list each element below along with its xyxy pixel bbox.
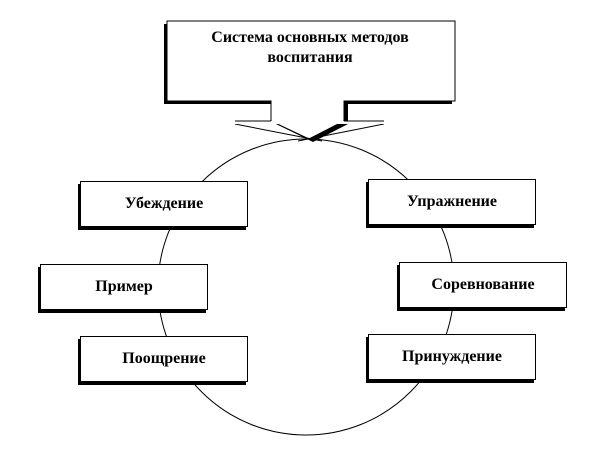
method-label: Соревнование: [431, 276, 535, 294]
method-label: Принуждение: [402, 348, 502, 366]
title-callout: [166, 20, 456, 140]
method-box-persuasion: Убеждение: [80, 181, 248, 227]
method-box-example: Пример: [40, 264, 208, 310]
title-pointer-line-right: [297, 123, 385, 142]
title-pointer-line-left: [234, 123, 323, 142]
method-label: Поощрение: [122, 350, 206, 368]
method-label: Убеждение: [124, 195, 204, 213]
method-box-encouragement: Поощрение: [80, 336, 248, 382]
method-label: Упражнение: [406, 193, 497, 211]
method-label: Пример: [95, 278, 153, 296]
title-pointer-base: [235, 121, 384, 124]
method-box-competition: Соревнование: [399, 262, 567, 308]
method-box-coercion: Принуждение: [368, 334, 536, 380]
method-box-exercise: Упражнение: [368, 179, 536, 225]
diagram-title: Система основных методов воспитания: [211, 29, 409, 66]
